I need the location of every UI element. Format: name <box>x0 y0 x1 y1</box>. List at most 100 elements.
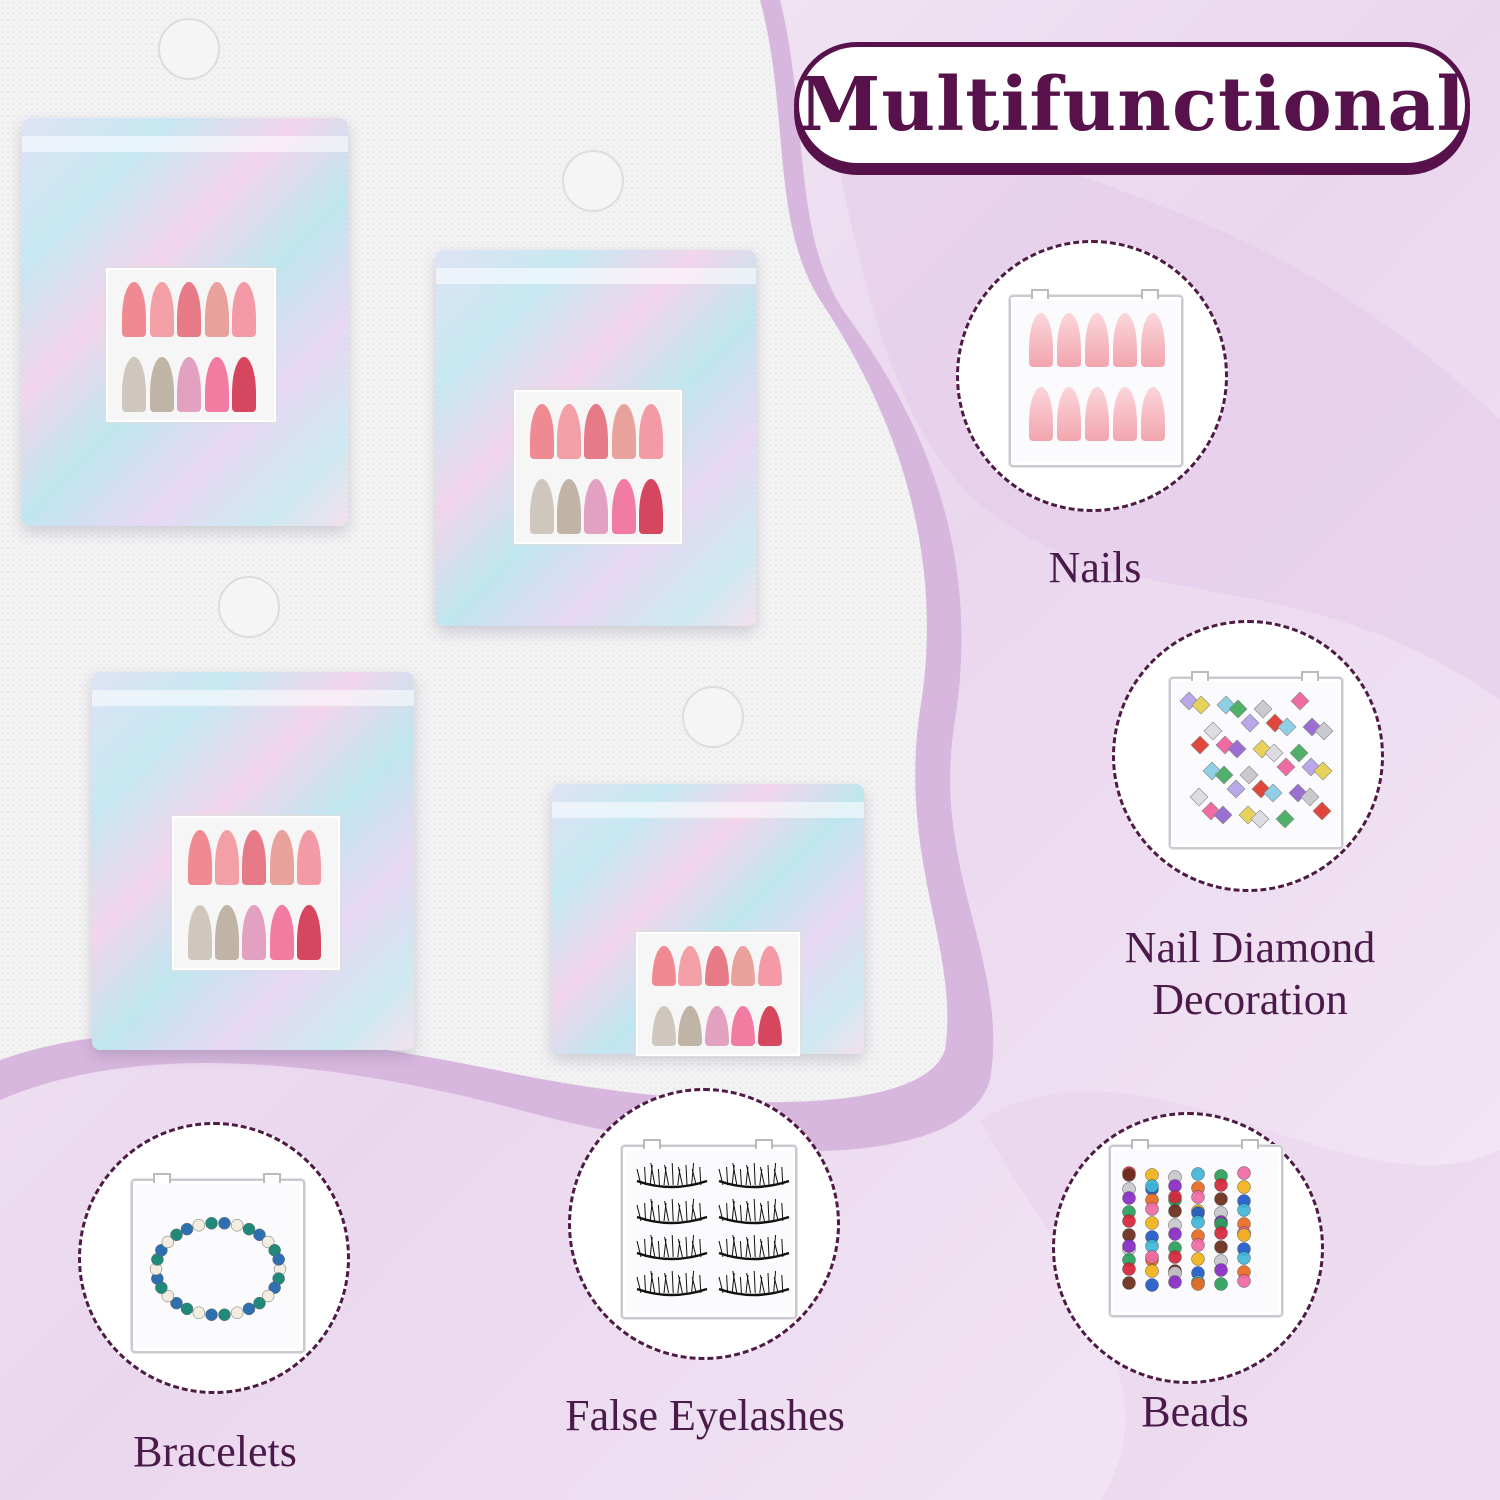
lash-hair <box>759 1274 765 1294</box>
bracelet-stone <box>253 1296 266 1310</box>
lash-hair <box>691 1276 697 1294</box>
lash-hair <box>718 1240 724 1258</box>
nail-set-card <box>514 390 682 544</box>
lash-hair <box>773 1204 779 1222</box>
lash-band <box>636 1287 708 1297</box>
label-diamond-line2: Decoration <box>1152 975 1348 1024</box>
gem <box>1226 779 1246 799</box>
bead <box>1214 1192 1228 1206</box>
bead <box>1191 1277 1205 1291</box>
bead <box>1122 1168 1136 1182</box>
bracelet-stone <box>192 1219 206 1232</box>
gem <box>1276 757 1296 777</box>
lash-hair <box>664 1236 670 1258</box>
gem <box>1191 695 1211 715</box>
bracelets-circle <box>78 1122 350 1394</box>
gem <box>1300 787 1320 807</box>
gem <box>1275 809 1295 829</box>
press-on-nail <box>1029 313 1053 367</box>
bead <box>1145 1278 1159 1292</box>
press-on-nail <box>638 479 663 534</box>
bead <box>1237 1228 1251 1242</box>
bead <box>1214 1263 1228 1277</box>
press-on-nail <box>584 404 609 459</box>
diamond-box-icon <box>1169 671 1343 849</box>
lash-hair <box>657 1168 660 1186</box>
nail-box-icon <box>1009 289 1183 467</box>
lash-hair <box>753 1234 756 1258</box>
hanging-hook-icon <box>562 150 624 212</box>
press-on-nail <box>296 830 321 885</box>
bead <box>1237 1180 1251 1194</box>
lash-hair <box>691 1168 697 1186</box>
press-on-nail <box>296 905 321 960</box>
press-on-nail <box>611 479 636 534</box>
lash-hair <box>781 1238 784 1258</box>
bracelet-stone <box>170 1228 183 1242</box>
title-text: Multifunctional <box>798 62 1466 148</box>
lash-hair <box>759 1238 765 1258</box>
lash-hair <box>691 1198 695 1222</box>
diamond-circle <box>1112 620 1384 892</box>
lash-hair <box>671 1162 674 1186</box>
lash-hair <box>767 1200 770 1222</box>
press-on-nail <box>1141 387 1165 441</box>
lash-hair <box>739 1168 742 1186</box>
lash-hair <box>746 1200 752 1222</box>
press-on-nail <box>149 357 174 412</box>
press-on-nail <box>704 946 729 986</box>
lash-band <box>718 1287 790 1297</box>
press-on-nail <box>269 905 294 960</box>
bead <box>1168 1275 1182 1289</box>
bead-box-icon <box>1109 1139 1283 1317</box>
lash-hair <box>671 1234 674 1258</box>
lash-hair <box>691 1204 697 1222</box>
lash-band <box>636 1179 708 1189</box>
bead <box>1191 1252 1205 1266</box>
bead <box>1168 1190 1182 1204</box>
press-on-nail <box>1141 313 1165 367</box>
press-on-nail <box>678 1006 703 1046</box>
press-on-nail <box>731 946 756 986</box>
lash-hair <box>732 1270 738 1294</box>
lash-hair <box>657 1276 660 1294</box>
bracelet-stone <box>261 1235 275 1249</box>
lash-hair <box>650 1198 656 1222</box>
press-on-nail <box>242 905 267 960</box>
bag-zipper <box>436 268 756 284</box>
press-on-nail <box>652 1006 676 1046</box>
press-on-nail <box>530 479 554 534</box>
lash-hair <box>664 1164 670 1186</box>
lash-hair <box>773 1234 777 1258</box>
lash-hair <box>671 1198 674 1222</box>
lash-hair <box>677 1238 683 1258</box>
bracelet-stone <box>218 1217 231 1230</box>
lash-hair <box>650 1162 656 1186</box>
press-on-nail <box>1085 313 1109 367</box>
gem <box>1240 713 1260 733</box>
lash-hair <box>691 1240 697 1258</box>
bracelet-stone <box>272 1253 285 1266</box>
lash-hair <box>685 1200 688 1222</box>
lash-hair <box>753 1162 756 1186</box>
bracelet-stone <box>192 1306 206 1319</box>
lash-hair <box>753 1270 756 1294</box>
gem <box>1214 765 1234 785</box>
lash-hair <box>773 1162 777 1186</box>
label-eyelashes: False Eyelashes <box>565 1391 845 1440</box>
bracelet-stone <box>161 1289 175 1303</box>
press-on-nail <box>557 404 582 459</box>
gem <box>1277 717 1297 737</box>
bead <box>1145 1202 1159 1216</box>
press-on-nail <box>232 357 257 412</box>
gem <box>1213 805 1233 825</box>
lash-hair <box>677 1202 683 1222</box>
lash-hair <box>691 1162 695 1186</box>
gem <box>1250 809 1270 829</box>
gem <box>1263 783 1283 803</box>
lash-hair <box>685 1236 688 1258</box>
lash-hair <box>732 1198 738 1222</box>
bag-zipper <box>22 136 348 152</box>
press-on-nail <box>530 404 554 459</box>
